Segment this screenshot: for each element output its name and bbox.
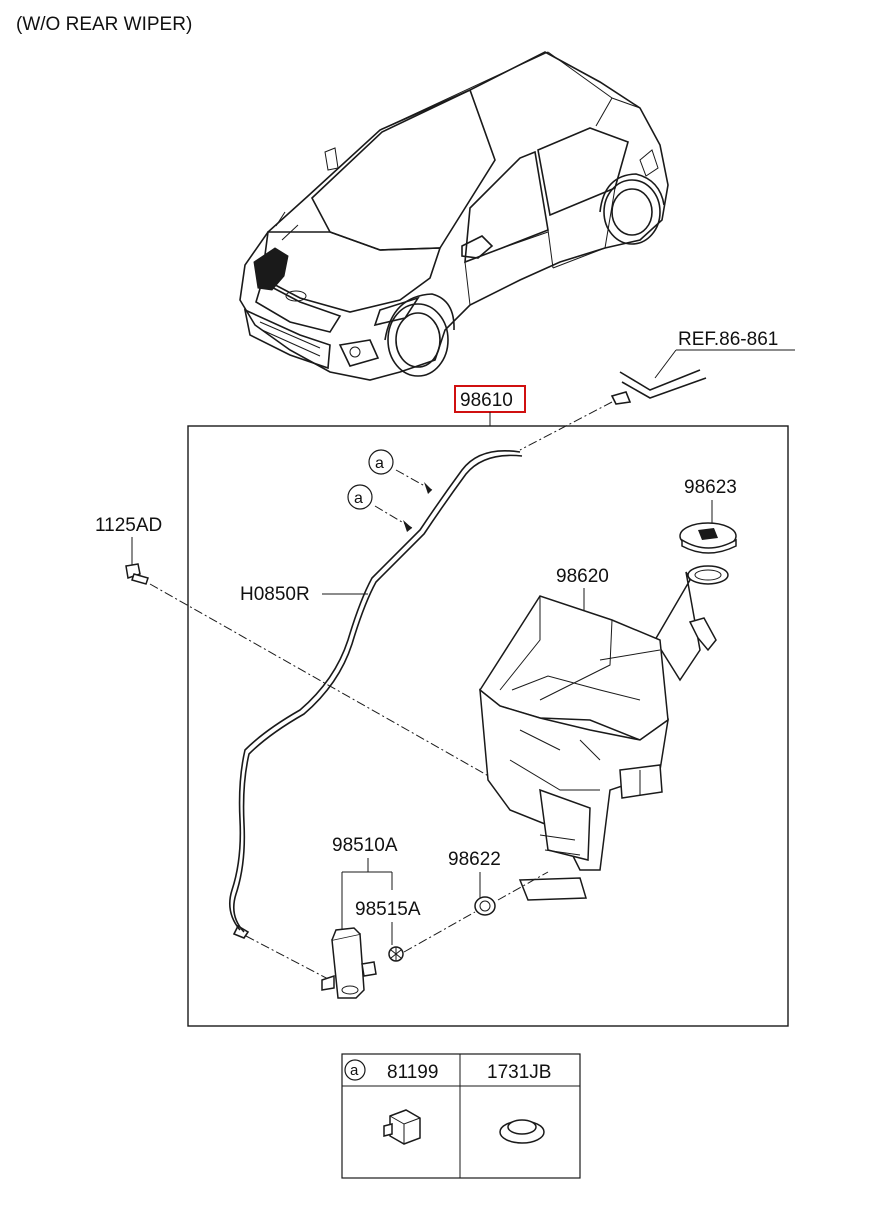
clip-marker-1: a [368, 449, 433, 494]
cap: 98623 [679, 477, 737, 554]
bolt-label: 1125AD [95, 515, 162, 536]
hose [229, 450, 523, 981]
ref-callout: REF.86-861 [519, 329, 795, 451]
reservoir-label: 98620 [556, 566, 609, 587]
grommet-label: 98622 [448, 849, 501, 870]
clip-marker-2: a [347, 484, 413, 532]
pump [321, 927, 377, 999]
assembly-highlight-box [454, 385, 526, 413]
bolt: 1125AD [95, 515, 546, 809]
filter [388, 946, 404, 962]
legend-table: a 81199 1731JB [341, 1053, 581, 1179]
svg-text:a: a [354, 490, 363, 507]
legend-part-1: 81199 [387, 1062, 438, 1083]
car-illustration [239, 51, 669, 381]
assembly-label: 98610 [460, 390, 513, 411]
svg-text:a: a [375, 455, 384, 472]
filter-label: 98515A [355, 899, 421, 920]
clip-81199-drawing [383, 1109, 421, 1145]
variant-note: (W/O REAR WIPER) [16, 14, 192, 35]
cap-label: 98623 [684, 477, 737, 498]
legend-part-2: 1731JB [487, 1062, 551, 1083]
reservoir [479, 565, 729, 901]
assembly-frame [187, 425, 789, 1027]
legend-marker: a [350, 1062, 359, 1079]
hose-label: H0850R [240, 584, 310, 605]
ref-label: REF.86-861 [678, 329, 778, 350]
grommet: 98622 [403, 849, 549, 953]
legend-marker-circle [344, 1059, 366, 1081]
pump-callouts: 98510A 98515A [332, 835, 421, 945]
pump-label: 98510A [332, 835, 398, 856]
grommet-1731jb-drawing [499, 1119, 545, 1144]
assembly-callout: 98610 [454, 385, 526, 426]
